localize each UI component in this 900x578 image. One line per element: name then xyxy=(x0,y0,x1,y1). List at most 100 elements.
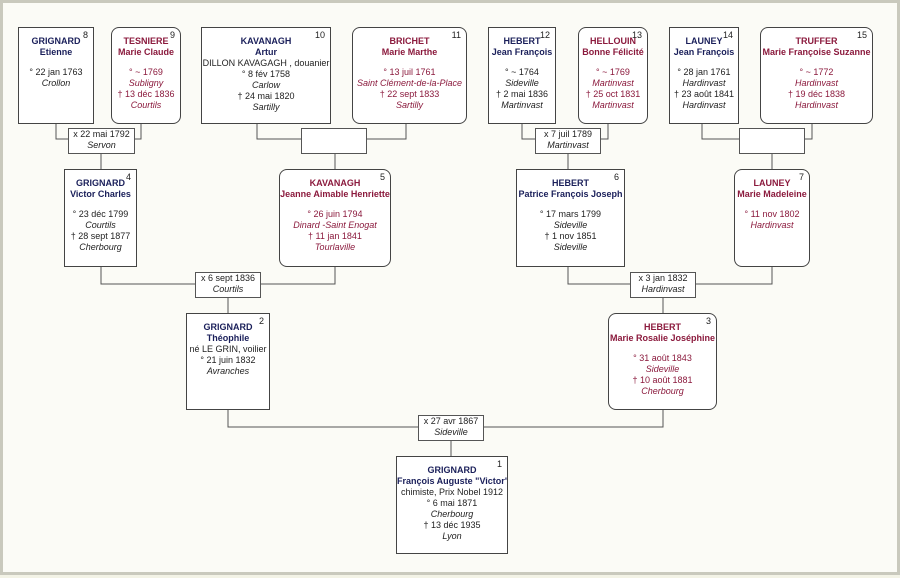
person-card-7[interactable]: 7 LAUNEY Marie Madeleine ° 11 nov 1802 H… xyxy=(734,169,810,267)
person-surname: HEBERT xyxy=(503,36,541,46)
death-date: † 11 jan 1841 xyxy=(308,231,362,241)
marriage-place: Hardinvast xyxy=(641,284,685,294)
person-number: 11 xyxy=(451,30,461,40)
person-given-name: Bonne Félicité xyxy=(582,47,644,57)
birth-date: ° ~ 1764 xyxy=(505,67,539,77)
death-date: † 25 oct 1831 xyxy=(585,89,641,99)
birth-date: ° ~ 1769 xyxy=(596,67,630,77)
death-place: Courtils xyxy=(130,100,162,110)
birth-place: Carlow xyxy=(251,80,280,90)
death-date: † 23 août 1841 xyxy=(673,89,735,99)
marriage-date: x 27 avr 1867 xyxy=(423,416,479,426)
death-date: † 24 mai 1820 xyxy=(237,91,295,101)
person-card-3[interactable]: 3 HEBERT Marie Rosalie Joséphine ° 31 ao… xyxy=(608,313,717,410)
birth-place: Courtils xyxy=(85,220,116,230)
death-date: † 28 sept 1877 xyxy=(70,231,131,241)
birth-date: ° 21 juin 1832 xyxy=(200,355,256,365)
birth-date: ° 6 mai 1871 xyxy=(426,498,478,508)
birth-place: Sideville xyxy=(553,220,588,230)
birth-date: ° 11 nov 1802 xyxy=(744,209,800,219)
death-place: Sartilly xyxy=(252,102,280,112)
marriage-box-6-7: x 3 jan 1832 Hardinvast xyxy=(630,272,696,298)
person-given-name: Jeanne Aimable Henriette xyxy=(280,189,390,199)
person-note: chimiste, Prix Nobel 1912 xyxy=(400,487,504,497)
death-place: Cherbourg xyxy=(79,242,122,252)
death-place: Hardinvast xyxy=(682,100,726,110)
person-given-name: François Auguste "Victor" xyxy=(397,476,508,486)
person-number: 10 xyxy=(314,30,325,40)
person-number: 13 xyxy=(631,30,642,40)
death-date: † 22 sept 1833 xyxy=(379,89,440,99)
person-card-11[interactable]: 11 BRICHET Marie Marthe ° 13 juil 1761 S… xyxy=(352,27,467,124)
person-surname: HELLOUIN xyxy=(590,36,636,46)
death-date: † 2 mai 1836 xyxy=(495,89,549,99)
person-given-name: Marie Marthe xyxy=(381,47,438,57)
person-number: 12 xyxy=(539,30,550,40)
death-place: Hardinvast xyxy=(794,100,839,110)
person-note: né LE GRIN, voilier xyxy=(189,344,267,354)
birth-date: ° ~ 1769 xyxy=(129,67,163,77)
marriage-box-14-15 xyxy=(739,128,805,154)
birth-place: Saint Clément-de-la-Place xyxy=(356,78,463,88)
birth-date: ° 31 août 1843 xyxy=(633,353,692,363)
death-date: † 13 déc 1935 xyxy=(423,520,481,530)
person-card-12[interactable]: 12 HEBERT Jean François ° ~ 1764 Sidevil… xyxy=(488,27,556,124)
person-card-2[interactable]: 2 GRIGNARD Théophile né LE GRIN, voilier… xyxy=(186,313,270,410)
marriage-box-8-9: x 22 mai 1792 Servon xyxy=(68,128,135,154)
person-card-15[interactable]: 15 TRUFFER Marie Françoise Suzanne ° ~ 1… xyxy=(760,27,873,124)
death-place: Sideville xyxy=(553,242,588,252)
death-date: † 1 nov 1851 xyxy=(544,231,597,241)
person-number: 9 xyxy=(169,30,175,40)
person-surname: HEBERT xyxy=(643,322,681,332)
person-surname: LAUNEY xyxy=(685,36,723,46)
person-surname: BRICHET xyxy=(389,36,430,46)
person-number: 2 xyxy=(258,316,264,326)
marriage-date: x 22 mai 1792 xyxy=(73,129,130,139)
birth-date: ° 26 juin 1794 xyxy=(307,209,363,219)
person-surname: KAVANAGH xyxy=(309,178,361,188)
person-number: 7 xyxy=(798,172,804,182)
birth-place: Cherbourg xyxy=(430,509,474,519)
person-card-5[interactable]: 5 KAVANAGH Jeanne Aimable Henriette ° 26… xyxy=(279,169,391,267)
person-card-6[interactable]: 6 HEBERT Patrice François Joseph ° 17 ma… xyxy=(516,169,625,267)
person-card-4[interactable]: 4 GRIGNARD Victor Charles ° 23 déc 1799 … xyxy=(64,169,137,267)
marriage-date: x 7 juil 1789 xyxy=(543,129,593,139)
birth-date: ° 17 mars 1799 xyxy=(539,209,602,219)
death-place: Martinvast xyxy=(501,100,543,110)
birth-date: ° 23 déc 1799 xyxy=(72,209,129,219)
person-surname: LAUNEY xyxy=(753,178,791,188)
person-surname: TESNIERE xyxy=(123,36,169,46)
person-number: 4 xyxy=(125,172,131,182)
death-place: Lyon xyxy=(442,531,462,541)
person-given-name: Patrice François Joseph xyxy=(518,189,623,199)
marriage-place: Servon xyxy=(87,140,116,150)
death-place: Tourlaville xyxy=(314,242,356,252)
death-place: Cherbourg xyxy=(641,386,684,396)
person-given-name: Marie Claude xyxy=(117,47,175,57)
birth-place: Hardinvast xyxy=(750,220,794,230)
birth-place: Dinard -Saint Enogat xyxy=(293,220,377,230)
birth-place: Avranches xyxy=(206,366,250,376)
marriage-box-12-13: x 7 juil 1789 Martinvast xyxy=(535,128,601,154)
marriage-box-4-5: x 6 sept 1836 Courtils xyxy=(195,272,261,298)
birth-place: Sideville xyxy=(505,78,539,88)
person-card-8[interactable]: 8 GRIGNARD Etienne ° 22 jan 1763 Crollon xyxy=(18,27,94,124)
person-given-name: Victor Charles xyxy=(70,189,131,199)
person-given-name: Etienne xyxy=(39,47,73,57)
birth-place: Hardinvast xyxy=(682,78,726,88)
person-card-13[interactable]: 13 HELLOUIN Bonne Félicité ° ~ 1769 Mart… xyxy=(578,27,648,124)
person-card-10[interactable]: 10 KAVANAGH Artur DILLON KAVAGAGH , doua… xyxy=(201,27,331,124)
person-card-1[interactable]: 1 GRIGNARD François Auguste "Victor" chi… xyxy=(396,456,508,554)
person-number: 6 xyxy=(613,172,619,182)
death-place: Sartilly xyxy=(395,100,423,110)
person-number: 14 xyxy=(722,30,733,40)
person-given-name: Artur xyxy=(255,47,277,57)
marriage-box-10-11 xyxy=(301,128,367,154)
person-number: 1 xyxy=(496,459,502,469)
person-card-9[interactable]: 9 TESNIERE Marie Claude ° ~ 1769 Sublign… xyxy=(111,27,181,124)
birth-place: Sideville xyxy=(645,364,680,374)
birth-date: ° 28 jan 1761 xyxy=(677,67,731,77)
person-surname: GRIGNARD xyxy=(427,465,477,475)
birth-date: ° 8 fév 1758 xyxy=(241,69,291,79)
person-card-14[interactable]: 14 LAUNEY Jean François ° 28 jan 1761 Ha… xyxy=(669,27,739,124)
